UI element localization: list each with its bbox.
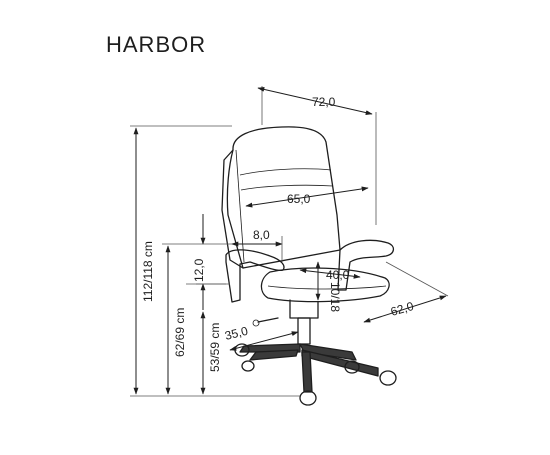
dim-floor-to-seat: 53/59 cm: [208, 323, 222, 372]
chair-backrest: [226, 126, 341, 269]
chair-gas-lift: [297, 317, 311, 345]
chair-armrest-left: [225, 249, 285, 303]
dim-base-radius: 35,0: [223, 324, 249, 343]
product-title: HARBOR: [106, 32, 207, 57]
dim-back-width: 65,0: [287, 192, 311, 206]
dim-seat-depth: 40,0: [326, 268, 350, 282]
chair-armrest-right: [337, 239, 395, 291]
dim-armrest-gap: 8,0: [253, 228, 270, 242]
dim-base-depth: 62,0: [389, 299, 416, 319]
dim-seat-height: 62/69 cm: [173, 308, 187, 357]
dim-width-top: 72,0: [312, 95, 336, 109]
dim-total-height: 112/118 cm: [141, 241, 155, 302]
dim-seat-thickness: 10/18: [328, 282, 342, 312]
chair-illustration: [221, 126, 397, 406]
dim-armrest-height: 12,0: [192, 258, 206, 282]
